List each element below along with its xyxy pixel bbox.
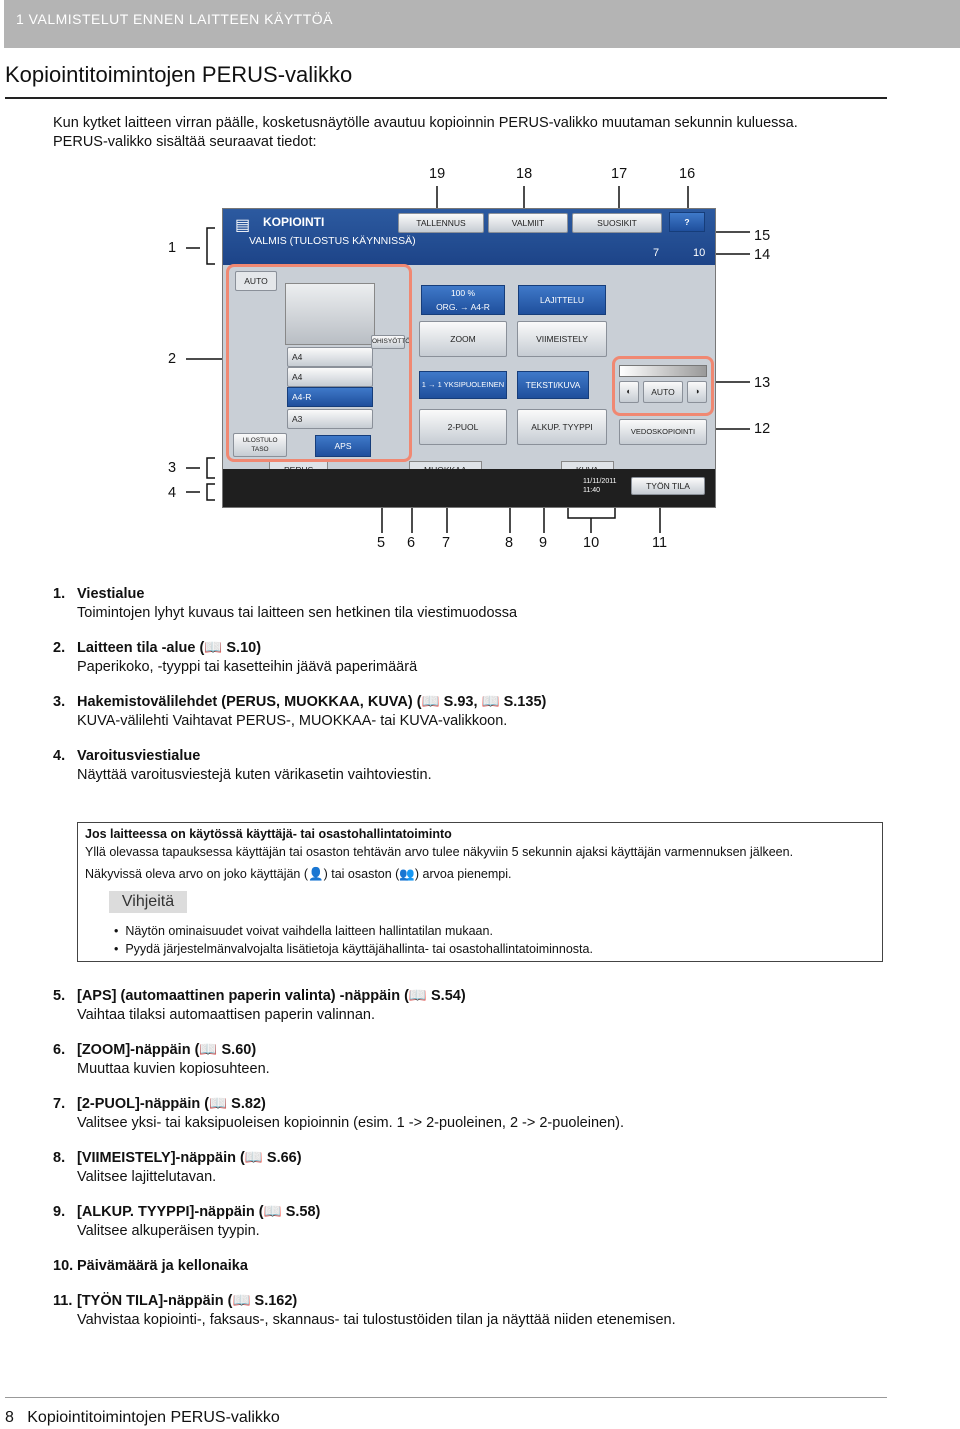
- legend-item: 8.[VIIMEISTELY]-näppäin (📖 S.66)Valitsee…: [53, 1150, 302, 1185]
- tyon-tila-button[interactable]: TYÖN TILA: [631, 477, 705, 495]
- page-title: Kopiointitoimintojen PERUS-valikko: [5, 62, 353, 87]
- user-icon: 👤: [308, 867, 324, 881]
- app-title: KOPIOINTI: [263, 215, 325, 229]
- title-rule: [5, 97, 887, 99]
- paper-tray-1[interactable]: A4: [287, 347, 373, 367]
- zoom-display: 100 % ORG. → A4-R: [421, 285, 505, 315]
- legend-item: 3.Hakemistovälilehdet (PERUS, MUOKKAA, K…: [53, 694, 547, 729]
- legend-list-2: 5.[APS] (automaattinen paperin valinta) …: [53, 987, 913, 1346]
- viimeistely-button[interactable]: VIIMEISTELY: [517, 321, 607, 357]
- note-line-1: Yllä olevassa tapauksessa käyttäjän tai …: [85, 845, 794, 859]
- callout-5: 5: [377, 535, 386, 551]
- legend-item: 11.[TYÖN TILA]-näppäin (📖 S.162)Vahvista…: [53, 1293, 676, 1328]
- ohisyotto-button[interactable]: OHISYÖTTÖ: [371, 335, 410, 349]
- footer-rule: [5, 1397, 887, 1398]
- callout-12: 12: [754, 421, 771, 437]
- paper-tray-4[interactable]: A3: [287, 409, 373, 429]
- suosikit-button[interactable]: SUOSIKIT: [572, 213, 662, 233]
- paper-tray-2[interactable]: A4: [287, 367, 373, 387]
- darker-icon[interactable]: ◑: [687, 381, 707, 403]
- note-box: Jos laitteessa on käytössä käyttäjä- tai…: [77, 822, 883, 962]
- intro-line-1: Kun kytket laitteen virran päälle, koske…: [53, 115, 798, 131]
- callout-8: 8: [505, 535, 514, 551]
- 2-puol-button[interactable]: 2-PUOL: [419, 409, 507, 445]
- callout-9: 9: [539, 535, 548, 551]
- callout-13: 13: [754, 375, 771, 391]
- legend-item: 9.[ALKUP. TYYPPI]-näppäin (📖 S.58)Valits…: [53, 1204, 321, 1239]
- legend-item: 10.Päivämäärä ja kellonaika: [53, 1258, 248, 1274]
- vedoskopiointi-button[interactable]: VEDOSKOPIOINTI: [619, 419, 707, 445]
- note-title: Jos laitteessa on käytössä käyttäjä- tai…: [85, 827, 452, 841]
- tallennus-button[interactable]: TALLENNUS: [398, 213, 484, 233]
- tip-bullet: • Pyydä järjestelmänvalvojalta lisätieto…: [114, 942, 593, 956]
- callout-4: 4: [168, 485, 177, 501]
- highlight-density: [612, 356, 714, 416]
- paper-tray-3[interactable]: A4-R: [287, 387, 373, 407]
- highlight-device-status: [226, 264, 412, 462]
- legend-item: 5.[APS] (automaattinen paperin valinta) …: [53, 988, 466, 1023]
- legend-item: 6.[ZOOM]-näppäin (📖 S.60)Muuttaa kuvien …: [53, 1042, 270, 1077]
- legend-item: 7.[2-PUOL]-näppäin (📖 S.82)Valitsee yksi…: [53, 1096, 624, 1131]
- chapter-title: 1 VALMISTELUT ENNEN LAITTEEN KÄYTTÖÄ: [16, 11, 333, 27]
- duplex-mode-display: 1 → 1 YKSIPUOLEINEN: [419, 371, 507, 399]
- text-photo-display: TEKSTI/KUVA: [517, 371, 589, 399]
- callout-14: 14: [754, 247, 771, 263]
- tip-bullet: • Näytön ominaisuudet voivat vaihdella l…: [114, 924, 493, 938]
- dept-counter: 10: [693, 247, 706, 259]
- tips-label: Vihjeitä: [109, 891, 187, 913]
- note-line-2: Näkyvissä oleva arvo on joko käyttäjän (…: [85, 867, 512, 881]
- copy-icon: ▤: [235, 217, 251, 234]
- sort-mode-display: LAJITTELU: [518, 285, 606, 315]
- user-counter: 7: [653, 247, 660, 259]
- callout-6: 6: [407, 535, 416, 551]
- valmiit-button[interactable]: VALMIIT: [488, 213, 568, 233]
- callout-15: 15: [754, 228, 771, 244]
- callout-19: 19: [429, 166, 446, 182]
- chapter-header: 1 VALMISTELUT ENNEN LAITTEEN KÄYTTÖÄ: [4, 0, 960, 48]
- callout-2: 2: [168, 351, 177, 367]
- auto-paper-indicator: AUTO: [235, 271, 277, 291]
- callout-16: 16: [679, 166, 696, 182]
- footer-text: Kopiointitoimintojen PERUS-valikko: [27, 1409, 280, 1426]
- density-scale[interactable]: [619, 365, 707, 377]
- callout-18: 18: [516, 166, 533, 182]
- intro-line-2: PERUS-valikko sisältää seuraavat tiedot:: [53, 134, 317, 150]
- copier-touch-screen: ▤ KOPIOINTI VALMIS (TULOSTUS KÄYNNISSÄ) …: [222, 208, 716, 508]
- aps-button[interactable]: APS: [315, 435, 371, 457]
- callout-3: 3: [168, 460, 177, 476]
- machine-illustration: [285, 283, 375, 345]
- intro-text: Kun kytket laitteen virran päälle, koske…: [53, 114, 893, 152]
- callout-7: 7: [442, 535, 451, 551]
- page-number: 8: [5, 1409, 14, 1426]
- lighter-icon[interactable]: ◐: [619, 381, 639, 403]
- group-icon: 👥: [399, 867, 415, 881]
- callout-10: 10: [583, 535, 600, 551]
- output-tray-button[interactable]: ULOSTULO TASO: [233, 433, 287, 457]
- footer: 8 Kopiointitoimintojen PERUS-valikko: [5, 1409, 280, 1427]
- callout-11: 11: [652, 535, 668, 551]
- status-message: VALMIS (TULOSTUS KÄYNNISSÄ): [249, 235, 416, 247]
- legend-item: 2.Laitteen tila -alue (📖 S.10)Paperikoko…: [53, 640, 418, 675]
- auto-density-button[interactable]: AUTO: [643, 381, 683, 403]
- alkup-tyyppi-button[interactable]: ALKUP. TYYPPI: [517, 409, 607, 445]
- zoom-button[interactable]: ZOOM: [419, 321, 507, 357]
- callout-1: 1: [168, 240, 177, 256]
- help-button[interactable]: ?: [669, 212, 705, 232]
- callout-17: 17: [611, 166, 628, 182]
